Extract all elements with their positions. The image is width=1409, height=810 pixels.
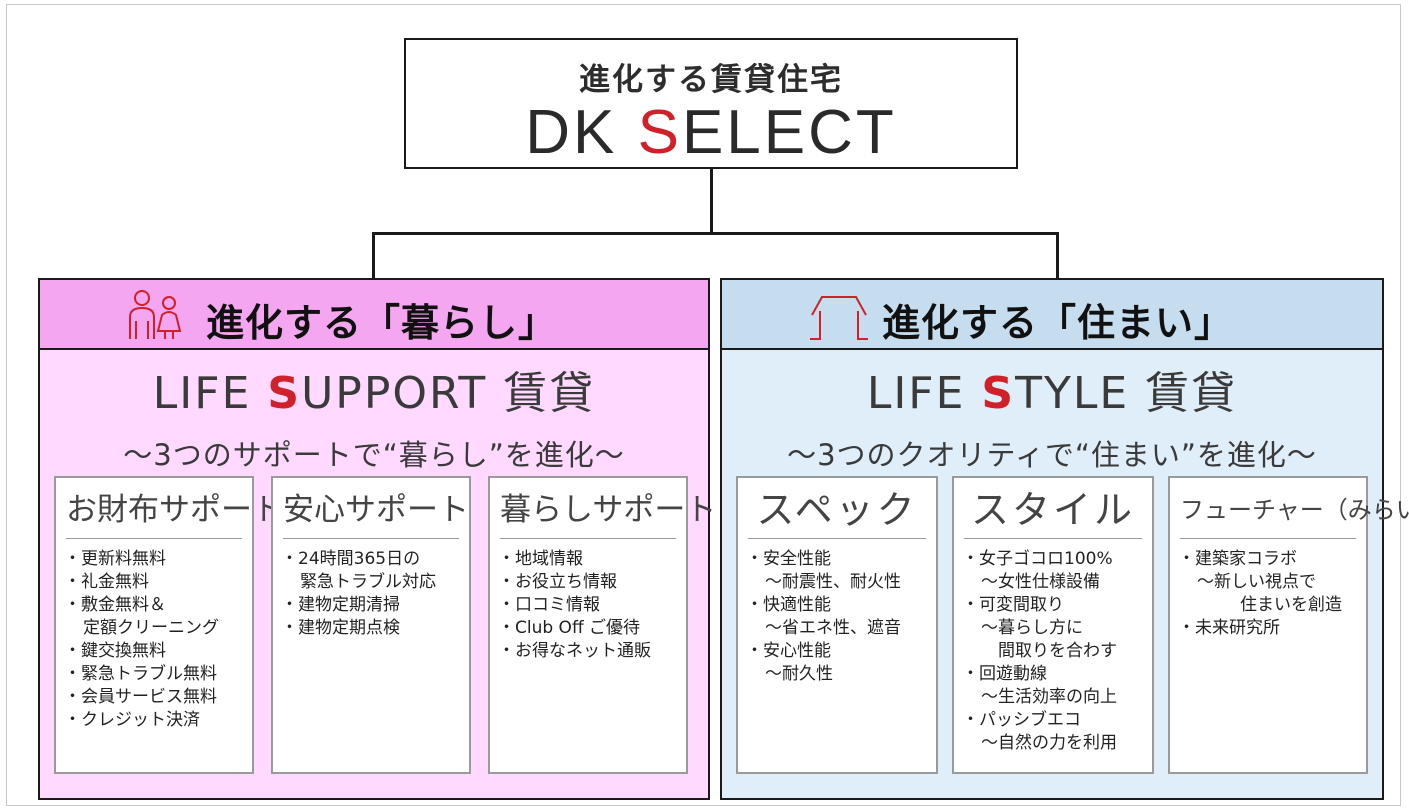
list-item: ・緊急トラブル無料 <box>64 664 217 684</box>
card-title: スタイル <box>964 490 1142 539</box>
house-icon <box>806 289 872 345</box>
card-living-support: 暮らしサポート ・地域情報 ・お役立ち情報 ・口コミ情報 ・Club Off ご… <box>488 476 716 774</box>
list-item: ・安心性能 <box>746 641 831 661</box>
card-wallet-support: お財布サポート ・更新料無料 ・礼金無料 ・敷金無料＆ 定額クリーニング ・鍵交… <box>54 476 283 774</box>
list-item: ・回遊動線 <box>962 664 1047 684</box>
list-item: ・お得なネット通販 <box>498 641 651 661</box>
title-accent: S <box>981 368 1016 419</box>
list-item: ～女性仕様設備 <box>981 572 1100 592</box>
title-accent: S <box>267 368 302 419</box>
card-list: ・建築家コラボ ～新しい視点で 住まいを創造 ・未来研究所 <box>1178 548 1360 640</box>
list-item: ・パッシブエコ <box>962 710 1081 730</box>
panel-title: LIFE STYLE 賃貸 <box>722 372 1382 416</box>
list-item: ・未来研究所 <box>1178 618 1280 638</box>
connector-horizontal <box>372 232 1059 235</box>
connector-vertical-top <box>710 168 713 234</box>
list-item: ～耐震性、耐火性 <box>765 572 901 592</box>
list-item: ・地域情報 <box>498 549 583 569</box>
card-style: スタイル ・女子ゴコロ100% ～女性仕様設備 ・可変間取り ～暮らし方に 間取… <box>952 476 1154 774</box>
life-support-panel: 進化する「暮らし」 LIFE SUPPORT 賃貸 ～3つのサポートで“暮らし”… <box>38 278 716 800</box>
list-item: ・建築家コラボ <box>1178 549 1297 569</box>
list-item: 定額クリーニング <box>83 618 219 638</box>
list-item: ・建物定期点検 <box>281 618 400 638</box>
list-item: ・お役立ち情報 <box>498 572 617 592</box>
list-item: ・敷金無料＆ <box>64 595 166 615</box>
card-title: 安心サポート <box>283 490 469 539</box>
title-prefix: LIFE <box>152 368 268 419</box>
list-item: ・更新料無料 <box>64 549 166 569</box>
card-list: ・24時間365日の 緊急トラブル対応 ・建物定期清掃 ・建物定期点検 <box>281 548 463 640</box>
title-prefix: LIFE <box>866 368 982 419</box>
list-item: ・Club Off ご優待 <box>498 618 641 638</box>
card-list: ・地域情報 ・お役立ち情報 ・口コミ情報 ・Club Off ご優待 ・お得なネ… <box>498 548 680 663</box>
card-future: フューチャー（みらい） ・建築家コラボ ～新しい視点で 住まいを創造 ・未来研究… <box>1168 476 1409 774</box>
list-item: ・快適性能 <box>746 595 831 615</box>
list-item: ・礼金無料 <box>64 572 149 592</box>
people-icon <box>124 289 190 345</box>
list-item: ～耐久性 <box>765 664 833 684</box>
list-item: 住まいを創造 <box>1240 595 1342 615</box>
list-item: 緊急トラブル対応 <box>300 572 436 592</box>
title-suffix: TYLE 賃貸 <box>1015 368 1238 419</box>
brand-suffix: ELECT <box>681 98 897 167</box>
list-item: ・可変間取り <box>962 595 1064 615</box>
card-title: お財布サポート <box>66 490 283 539</box>
panel-heading: 進化する「住まい」 <box>882 301 1234 345</box>
list-item: ・会員サービス無料 <box>64 687 217 707</box>
diagram-frame <box>6 4 1401 806</box>
list-item: ・建物定期清掃 <box>281 595 400 615</box>
card-safety-support: 安心サポート ・24時間365日の 緊急トラブル対応 ・建物定期清掃 ・建物定期… <box>271 476 471 774</box>
card-title: スペック <box>748 490 926 539</box>
card-list: ・更新料無料 ・礼金無料 ・敷金無料＆ 定額クリーニング ・鍵交換無料 ・緊急ト… <box>64 548 246 732</box>
list-item: ～自然の力を利用 <box>981 733 1117 753</box>
brand-accent: S <box>637 98 682 167</box>
card-title: 暮らしサポート <box>500 490 716 539</box>
card-list: ・安全性能 ～耐震性、耐火性 ・快適性能 ～省エネ性、遮音 ・安心性能 ～耐久性 <box>746 548 930 686</box>
card-title: フューチャー（みらい） <box>1180 490 1409 539</box>
list-item: ・女子ゴコロ100% <box>962 549 1113 569</box>
life-style-panel: 進化する「住まい」 LIFE STYLE 賃貸 ～3つのクオリティで“住まい”を… <box>720 278 1409 800</box>
panel-header: 進化する「住まい」 <box>722 280 1382 350</box>
panel-subtitle: ～3つのクオリティで“住まい”を進化～ <box>787 438 1317 472</box>
list-item: ～省エネ性、遮音 <box>765 618 901 638</box>
list-item: ・クレジット決済 <box>64 710 200 730</box>
list-item: ～生活効率の向上 <box>981 687 1117 707</box>
brand-title: DK SELECT <box>406 102 1016 164</box>
panel-header: 進化する「暮らし」 <box>40 280 708 350</box>
brand-prefix: DK <box>525 98 638 167</box>
list-item: 間取りを合わす <box>998 641 1117 661</box>
panel-title: LIFE SUPPORT 賃貸 <box>40 372 708 416</box>
header-subtitle: 進化する賃貸住宅 <box>579 62 843 98</box>
list-item: ・24時間365日の <box>281 549 421 569</box>
list-item: ・鍵交換無料 <box>64 641 166 661</box>
card-list: ・女子ゴコロ100% ～女性仕様設備 ・可変間取り ～暮らし方に 間取りを合わす… <box>962 548 1146 755</box>
card-spec: スペック ・安全性能 ～耐震性、耐火性 ・快適性能 ～省エネ性、遮音 ・安心性能… <box>736 476 938 774</box>
panel-subtitle: ～3つのサポートで“暮らし”を進化～ <box>123 438 625 472</box>
panel-heading: 進化する「暮らし」 <box>206 301 558 345</box>
list-item: ・安全性能 <box>746 549 831 569</box>
header-box: 進化する賃貸住宅 DK SELECT <box>404 38 1018 169</box>
title-suffix: UPPORT 賃貸 <box>301 368 596 419</box>
list-item: ・口コミ情報 <box>498 595 600 615</box>
connector-right-drop <box>1056 232 1059 279</box>
connector-left-drop <box>372 232 375 279</box>
list-item: ～新しい視点で <box>1197 572 1316 592</box>
list-item: ～暮らし方に <box>981 618 1083 638</box>
